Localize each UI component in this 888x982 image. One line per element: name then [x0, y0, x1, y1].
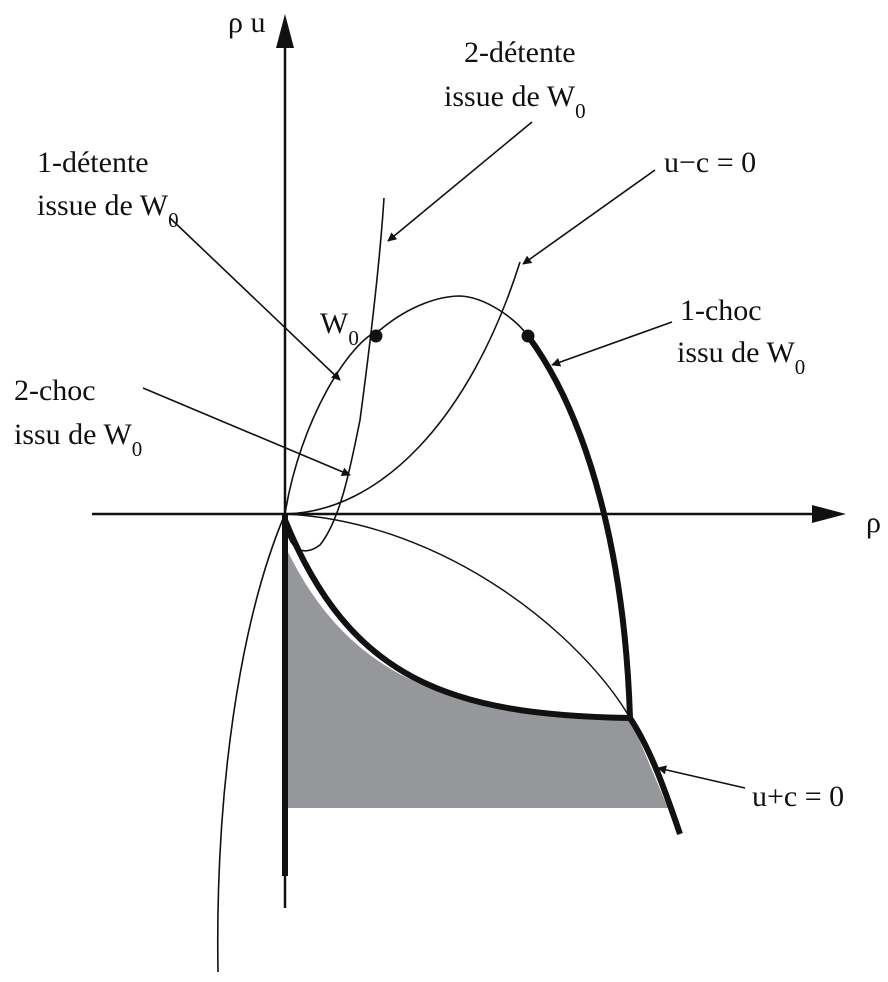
u-minus-c-label: u−c = 0: [664, 146, 756, 179]
one-choc-label-line1: 1-choc: [680, 294, 762, 327]
one-choc-leader: [551, 321, 673, 367]
lower-thick-curve: [282, 518, 631, 721]
shaded-region: [286, 548, 668, 808]
one-detente-leader: [169, 217, 341, 381]
horizontal-axis-arrowhead: [812, 505, 846, 523]
u-plus-c-leader: [657, 765, 746, 789]
vertical-axis-label: ρ u: [228, 6, 265, 39]
horizontal-axis-label: ρ: [866, 506, 881, 539]
one-detente-label-line2: issue de W0: [37, 189, 179, 232]
one-choc-curve: [525, 334, 633, 719]
vertical-axis-arrowhead: [276, 14, 294, 48]
two-wave-curve: [284, 197, 385, 552]
two-choc-label-line2: issu de W0: [14, 418, 142, 461]
w0-point-label: W0: [320, 307, 359, 350]
second-point: [521, 329, 535, 343]
two-detente-leader: [387, 121, 533, 242]
one-detente-label-line1: 1-détente: [37, 146, 149, 179]
long-lower-curve: [216, 513, 286, 973]
loop-curve: [284, 295, 529, 515]
two-choc-label-line1: 2-choc: [14, 374, 96, 407]
w0-point: [369, 329, 383, 343]
two-choc-leader: [142, 387, 351, 477]
thin-lower-curve: [284, 513, 631, 719]
u-minus-c-leader: [522, 169, 656, 265]
u-minus-c-curve: [284, 261, 521, 515]
one-choc-label-line2: issu de W0: [677, 336, 805, 379]
u-plus-c-label: u+c = 0: [752, 780, 844, 813]
two-detente-label-line2: issue de W0: [444, 80, 586, 123]
u-plus-c-curve: [627, 716, 683, 835]
two-detente-label-line1: 2-détente: [464, 36, 576, 69]
